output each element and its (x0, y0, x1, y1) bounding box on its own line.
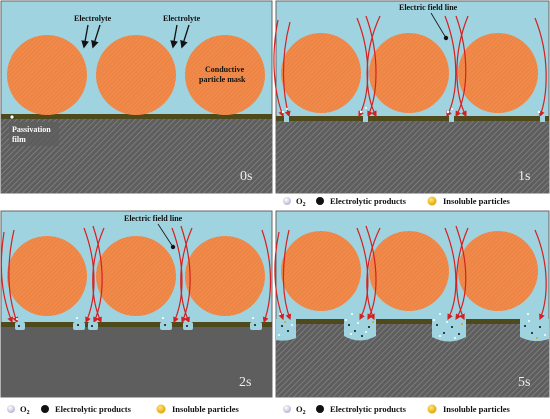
particle-mask (7, 35, 87, 115)
time-label: 1s (518, 169, 530, 184)
electrolytic-product-icon (316, 405, 324, 413)
electrolytic-product-icon (41, 405, 49, 413)
o2-bubble-icon (7, 405, 15, 413)
passivation-film (276, 319, 549, 324)
panel-1s: Electric field line 1s (273, 0, 550, 194)
o2-bubbles (281, 107, 541, 114)
arrow-icon (170, 24, 178, 49)
dense-products (278, 313, 546, 339)
label-field-line: Electric field line (124, 214, 183, 223)
particle-mask (7, 236, 87, 316)
passivation-film (1, 322, 272, 327)
arrow-icon (180, 24, 190, 49)
label-mask: Conductive (205, 65, 245, 74)
legend-electrolytic: Electrolytic products (330, 404, 407, 414)
legend-o2: O2 (296, 404, 306, 416)
particle-mask (458, 33, 538, 113)
legend-insoluble: Insoluble particles (172, 404, 240, 414)
legend-insoluble: Insoluble particles (443, 404, 511, 414)
products (16, 317, 256, 327)
passivation-film (276, 116, 549, 121)
legend-electrolytic: Electrolytic products (330, 196, 407, 206)
label-mask: particle mask (199, 75, 246, 84)
particle-mask (96, 236, 176, 316)
particle-mask (369, 231, 449, 311)
label-passivation: Passivation (12, 125, 51, 134)
particle-mask (369, 33, 449, 113)
etched-cavities (276, 319, 549, 342)
o2-bubble-icon (283, 197, 291, 205)
legend-top: O2 Electrolytic products Insoluble parti… (283, 196, 511, 208)
legend-o2: O2 (20, 404, 30, 416)
label-passivation: film (12, 135, 26, 144)
leader-line (430, 12, 447, 39)
label-electrolyte: Electrolyte (163, 14, 201, 23)
pits (15, 322, 262, 330)
field-lines (274, 225, 547, 321)
label-field-line: Electric field line (399, 3, 458, 12)
particle-mask (185, 35, 265, 115)
electrolytic-product-icon (316, 197, 324, 205)
field-lines (273, 15, 547, 118)
panel-0s: Electrolyte Electrolyte Conductive parti… (0, 0, 273, 194)
micro-pits (284, 116, 545, 122)
leader-line (157, 223, 174, 248)
pointer-dot-icon (9, 114, 15, 120)
panel-5s: 5s (274, 210, 550, 398)
insoluble-particle-icon (156, 404, 166, 414)
legend-bottom-right: O2 Electrolytic products Insoluble parti… (283, 404, 511, 416)
insoluble-particle-icon (427, 404, 437, 414)
time-label: 0s (240, 169, 252, 184)
legend-bottom-left: O2 Electrolytic products Insoluble parti… (7, 404, 240, 416)
particle-mask (458, 231, 538, 311)
particle-mask (281, 33, 361, 113)
field-lines (0, 225, 272, 324)
o2-bubble-icon (283, 405, 291, 413)
label-electrolyte: Electrolyte (74, 14, 112, 23)
particle-mask (185, 236, 265, 316)
substrate (276, 120, 549, 193)
legend-electrolytic: Electrolytic products (55, 404, 132, 414)
legend-insoluble: Insoluble particles (443, 196, 511, 206)
time-label: 2s (239, 375, 251, 390)
passivation-film (1, 114, 272, 119)
substrate (1, 326, 272, 397)
particle-mask (96, 35, 176, 115)
arrow-icon (81, 24, 89, 49)
label-backdrop (9, 122, 59, 146)
substrate (276, 323, 549, 397)
insoluble-particle-icon (427, 196, 437, 206)
arrow-icon (91, 24, 101, 49)
particle-mask (281, 231, 361, 311)
time-label: 5s (518, 375, 530, 390)
legend-o2: O2 (296, 196, 306, 208)
panel-2s: Electric field line 2s (0, 210, 273, 398)
